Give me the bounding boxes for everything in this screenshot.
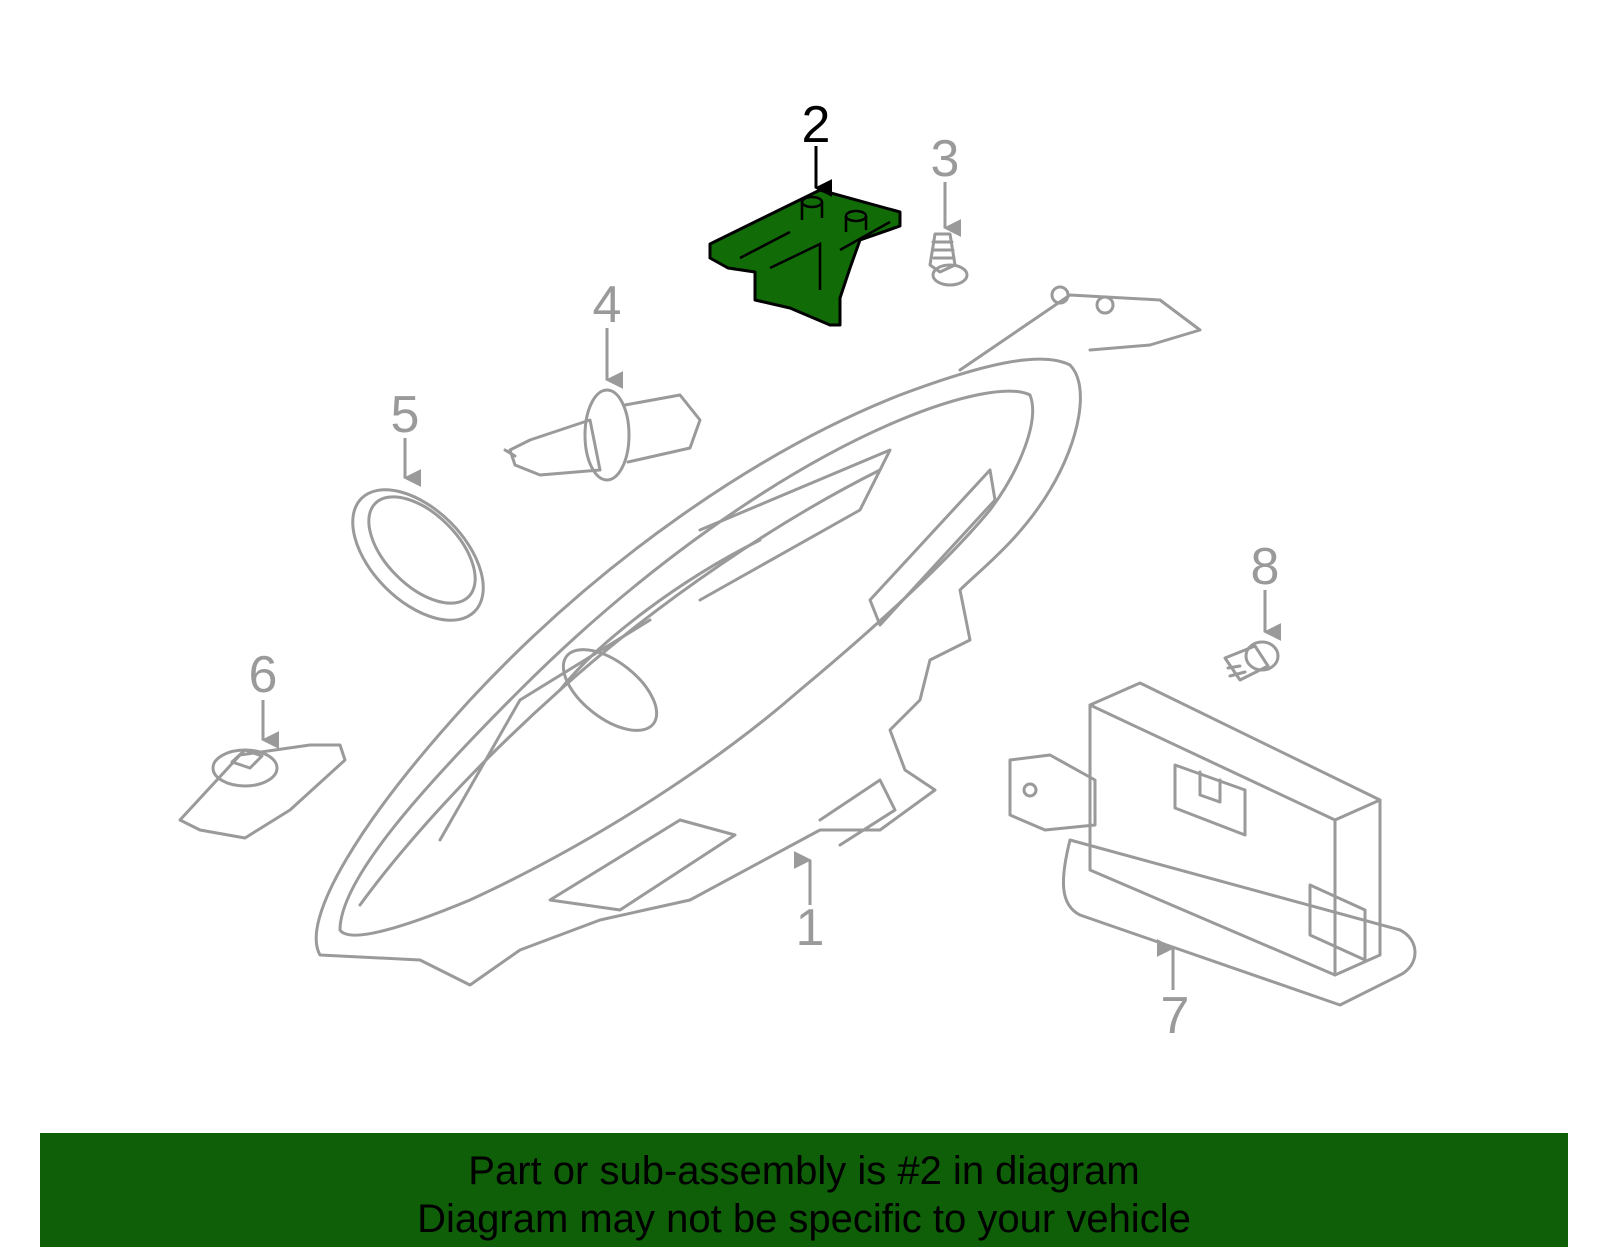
callout-3: 3 xyxy=(931,130,962,237)
part-4-bulb xyxy=(503,388,702,482)
callout-4: 4 xyxy=(593,276,624,389)
part-7-control-module xyxy=(1008,681,1417,1007)
label-5: 5 xyxy=(391,386,420,444)
label-2: 2 xyxy=(802,96,831,154)
label-3: 3 xyxy=(931,130,960,188)
part-5-seal-ring xyxy=(351,488,485,622)
part-2-bracket xyxy=(708,188,902,327)
label-7: 7 xyxy=(1161,987,1190,1045)
label-6: 6 xyxy=(249,646,278,704)
label-1: 1 xyxy=(796,899,825,957)
banner-line-2: Diagram may not be specific to your vehi… xyxy=(417,1197,1191,1241)
label-8: 8 xyxy=(1251,538,1280,596)
part-6-igniter xyxy=(178,743,347,840)
callout-1: 1 xyxy=(793,851,825,957)
callout-5: 5 xyxy=(391,386,422,487)
label-4: 4 xyxy=(593,276,622,334)
callout-8: 8 xyxy=(1251,538,1282,641)
callout-7: 7 xyxy=(1156,939,1190,1045)
part-1-headlamp-assembly xyxy=(314,285,1202,987)
part-3-screw xyxy=(928,232,969,287)
parts-diagram: 1 2 3 4 5 6 7 8 xyxy=(178,96,1417,1045)
banner-line-1: Part or sub-assembly is #2 in diagram xyxy=(468,1149,1140,1193)
info-banner: Part or sub-assembly is #2 in diagram Di… xyxy=(40,1133,1568,1247)
callout-2: 2 xyxy=(802,96,833,197)
callout-6: 6 xyxy=(249,646,280,749)
part-8-bolt xyxy=(1223,640,1280,682)
